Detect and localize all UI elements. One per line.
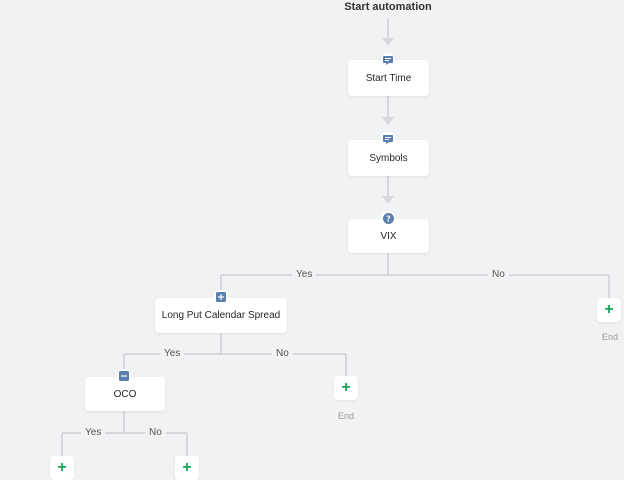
comment-icon <box>381 132 395 146</box>
plus-icon: + <box>604 301 614 318</box>
branch-label-yes: Yes <box>81 427 106 439</box>
plus-icon: + <box>341 379 351 396</box>
node-label: Long Put Calendar Spread <box>161 310 281 321</box>
branch-label-no: No <box>145 427 166 439</box>
node-label: OCO <box>113 388 137 400</box>
add-step-button[interactable]: + <box>50 456 74 480</box>
add-step-button[interactable]: + <box>175 456 199 480</box>
add-step-button[interactable]: + <box>597 298 621 322</box>
comment-icon <box>381 53 395 67</box>
branch-label-no: No <box>272 348 293 360</box>
node-label: Start Time <box>365 72 412 84</box>
plus-icon: + <box>182 459 192 476</box>
node-label: Symbols <box>369 152 408 164</box>
plus-icon: + <box>57 459 67 476</box>
flow-title: Start automation <box>344 1 432 13</box>
svg-text:?: ? <box>386 214 391 223</box>
question-icon: ? <box>381 211 395 225</box>
add-step-button[interactable]: + <box>334 376 358 400</box>
node-symbols[interactable]: Symbols <box>348 140 429 176</box>
end-label: End <box>602 332 619 342</box>
branch-label-yes: Yes <box>160 348 185 360</box>
minus-square-icon[interactable] <box>117 369 131 383</box>
end-label: End <box>338 411 355 421</box>
plus-square-icon[interactable] <box>214 290 228 304</box>
branch-label-yes: Yes <box>292 269 317 281</box>
node-label: VIX <box>380 230 397 242</box>
branch-label-no: No <box>488 269 509 281</box>
